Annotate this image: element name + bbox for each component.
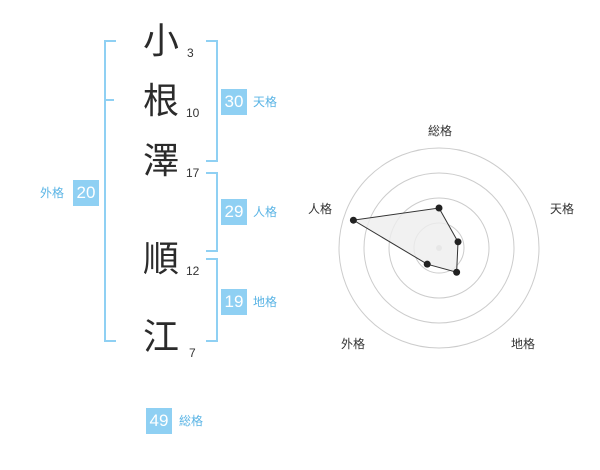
- stroke-count-4: 12: [186, 264, 200, 278]
- stroke-count-2: 10: [186, 106, 200, 120]
- radar-point-5: [349, 216, 357, 224]
- jinkaku-label: 人格: [253, 205, 278, 219]
- gaikaku-label: 外格: [40, 186, 65, 200]
- radar-grid-ring-3: [363, 172, 515, 324]
- radar-grid-ring-2: [388, 197, 490, 299]
- chikaku-bracket: [206, 258, 218, 342]
- jinkaku-score: 29: [221, 199, 247, 225]
- stroke-count-3: 17: [186, 166, 200, 180]
- radar-grid-ring-4: [338, 147, 540, 349]
- soukaku-score: 49: [146, 408, 172, 434]
- radar-point-3: [453, 268, 461, 276]
- radar-shape: [351, 207, 459, 273]
- radar-point-1: [435, 204, 443, 212]
- name-char-1: 小: [143, 21, 180, 62]
- stroke-count-5: 7: [189, 346, 196, 360]
- chikaku-label: 地格: [253, 295, 278, 309]
- tenkaku-score: 30: [221, 89, 247, 115]
- name-char-3: 澤: [143, 141, 180, 182]
- radar-point-4: [423, 260, 431, 268]
- name-char-5: 江: [143, 317, 180, 358]
- radar-label-tenkaku: 天格: [550, 202, 575, 216]
- gaikaku-bracket-tick: [104, 99, 114, 101]
- name-char-4: 順: [143, 239, 180, 280]
- radar-label-jinkaku: 人格: [308, 202, 333, 216]
- radar-point-2: [454, 238, 462, 246]
- stroke-count-1: 3: [187, 46, 194, 60]
- tenkaku-label: 天格: [253, 95, 278, 109]
- tenkaku-bracket: [206, 40, 218, 162]
- name-char-2: 根: [143, 81, 180, 122]
- chikaku-score: 19: [221, 289, 247, 315]
- gaikaku-score: 20: [73, 180, 99, 206]
- soukaku-label: 総格: [179, 414, 204, 428]
- radar-label-soukaku: 総格: [428, 124, 453, 138]
- radar-label-gaikaku: 外格: [341, 337, 366, 351]
- radar-label-chikaku: 地格: [511, 337, 536, 351]
- gaikaku-bracket: [104, 40, 116, 342]
- jinkaku-bracket: [206, 172, 218, 252]
